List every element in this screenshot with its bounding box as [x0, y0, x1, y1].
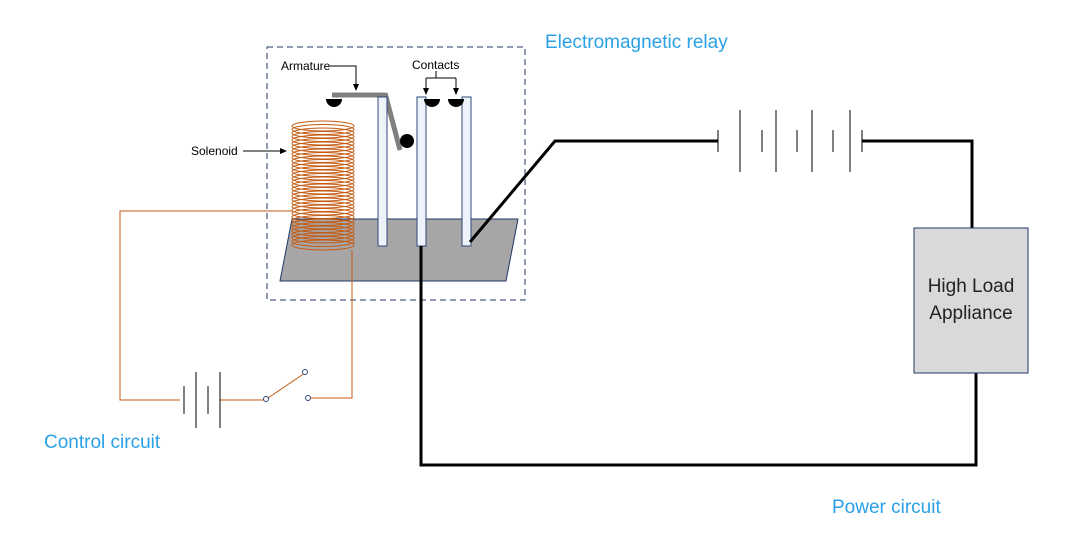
contacts-pointer-arrow [423, 71, 459, 95]
contact-post-1 [416, 96, 427, 247]
switch-terminal-right [305, 395, 311, 401]
coil-winding [291, 236, 355, 247]
switch-terminal-left [263, 396, 269, 402]
contacts-label: Contacts [412, 58, 459, 72]
armature-post [377, 96, 388, 247]
coil-winding [291, 239, 355, 251]
power-circuit-title: Power circuit [832, 497, 941, 518]
solenoid-coil [291, 120, 355, 251]
armature-label: Armature [281, 59, 331, 73]
solenoid-label: Solenoid [191, 144, 238, 158]
contact-knob-1 [424, 99, 440, 107]
contact-post-2 [461, 96, 472, 247]
control-circuit-wiring [119, 210, 353, 401]
solenoid-pointer-arrow [243, 148, 287, 154]
appliance-label-line1: High Load [928, 276, 1015, 297]
switch-terminal-top [302, 369, 308, 375]
power-circuit-wiring [419, 139, 978, 467]
relay-enclosure [266, 46, 526, 301]
coil-winding [291, 232, 355, 244]
control-circuit-title: Control circuit [44, 432, 161, 453]
control-battery [183, 372, 221, 428]
contact-knob-2 [448, 99, 464, 107]
power-battery [717, 110, 863, 172]
relay-base-plate [279, 218, 519, 282]
appliance-label-line2: Appliance [929, 303, 1012, 324]
high-load-appliance-box [913, 227, 1029, 374]
armature-pointer-arrow [330, 65, 359, 91]
relay-title: Electromagnetic relay [545, 32, 728, 53]
